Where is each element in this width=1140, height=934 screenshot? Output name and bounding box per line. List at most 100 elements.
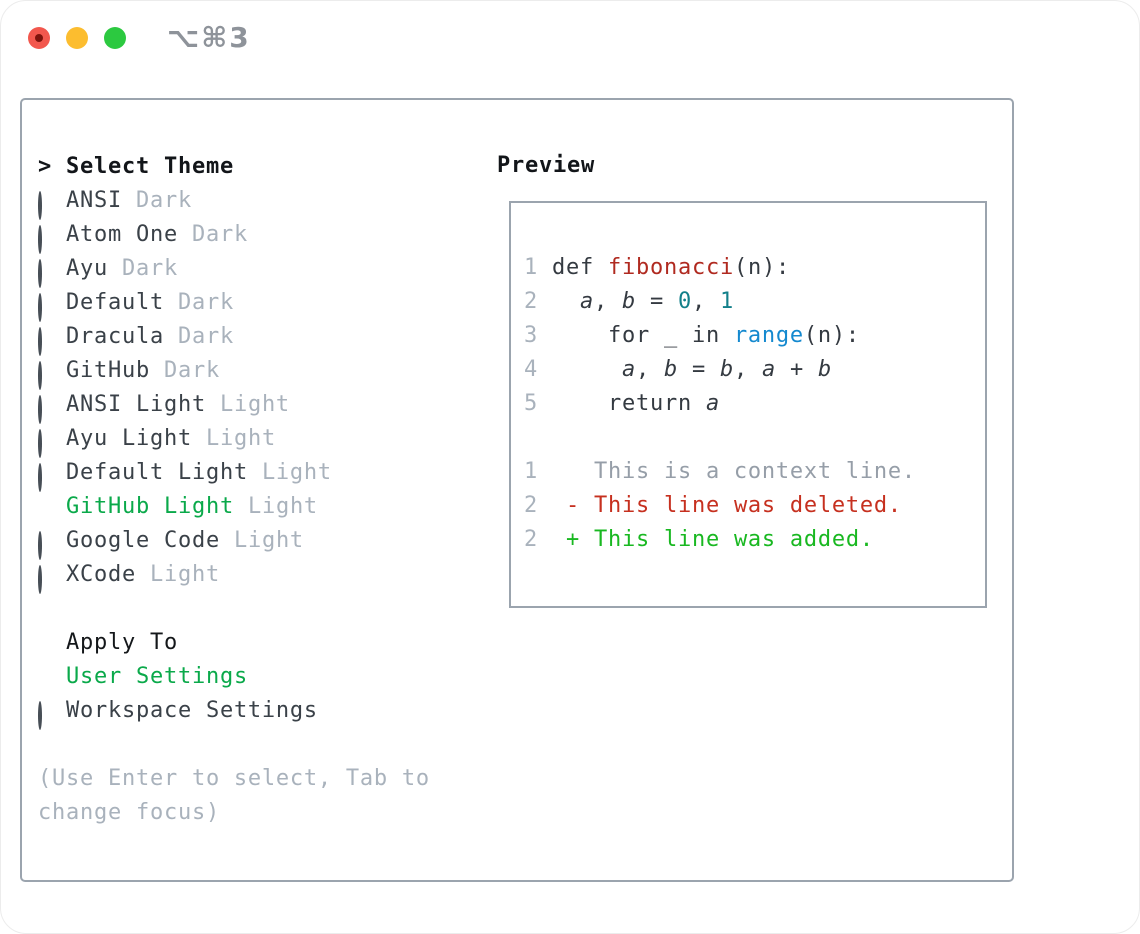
radio-glyph — [38, 259, 42, 288]
radio-glyph — [38, 429, 42, 458]
close-button[interactable] — [28, 27, 50, 49]
preview-code-line: 5 return a — [524, 387, 985, 421]
radio-glyph — [38, 463, 42, 492]
code-token: 1 — [720, 289, 734, 314]
apply-to-header: Apply To — [66, 629, 178, 655]
preview-code-line: 3 for _ in range(n): — [524, 319, 985, 353]
theme-variant-badge: Dark — [191, 221, 248, 247]
line-number: 1 — [524, 255, 538, 280]
theme-variant-badge: Light — [261, 459, 332, 485]
theme-option-ansi-light[interactable]: ANSI Light Light — [38, 387, 430, 424]
theme-option-atom-one[interactable]: Atom One Dark — [38, 217, 430, 254]
theme-gap — [164, 290, 178, 315]
spacer — [38, 727, 430, 761]
select-theme-header: > Select Theme — [38, 149, 430, 183]
apply-option-label: User Settings — [66, 663, 248, 689]
theme-option-google-code[interactable]: Google Code Light — [38, 523, 430, 560]
line-number: 1 — [524, 459, 538, 484]
code-token: - This line was deleted. — [566, 493, 902, 518]
theme-name: ANSI — [66, 187, 122, 213]
theme-name: Default — [66, 289, 164, 315]
preview-code-line — [524, 421, 985, 455]
theme-option-xcode[interactable]: XCode Light — [38, 557, 430, 594]
radio-glyph — [38, 361, 42, 390]
preview-code-line: 1 This is a context line. — [524, 455, 985, 489]
radio-unselected-icon — [38, 565, 52, 594]
theme-gap — [248, 460, 262, 485]
apply-option-user-settings[interactable]: User Settings — [38, 659, 430, 693]
theme-option-ayu-light[interactable]: Ayu Light Light — [38, 421, 430, 458]
theme-variant-badge: Dark — [177, 323, 234, 349]
radio-unselected-icon — [38, 531, 52, 560]
apply-option-workspace-settings[interactable]: Workspace Settings — [38, 693, 430, 730]
code-token: b — [817, 357, 832, 382]
preview-code-line: 2 + This line was added. — [524, 523, 985, 557]
select-theme-header-label: Select Theme — [66, 153, 234, 179]
theme-option-default[interactable]: Default Dark — [38, 285, 430, 322]
theme-gap — [206, 392, 220, 417]
preview-code-line: 2 - This line was deleted. — [524, 489, 985, 523]
theme-name: Atom One — [66, 221, 178, 247]
theme-name: XCode — [66, 561, 136, 587]
code-token: + — [775, 357, 818, 382]
header-cursor: > — [38, 153, 52, 179]
line-number: 5 — [524, 391, 538, 416]
radio-selected-icon — [38, 499, 52, 513]
code-token: , — [733, 357, 762, 382]
theme-name: GitHub Light — [66, 493, 234, 519]
theme-variant-badge: Dark — [135, 187, 192, 213]
theme-option-github[interactable]: GitHub Dark — [38, 353, 430, 390]
code-token: a — [580, 289, 594, 314]
preview-code-line: 4 a, b = b, a + b — [524, 353, 985, 387]
theme-name: Default Light — [66, 459, 248, 485]
minimize-button[interactable] — [66, 27, 88, 49]
code-token — [552, 493, 566, 518]
zoom-button[interactable] — [104, 27, 126, 49]
radio-glyph — [38, 531, 42, 560]
code-token: a — [761, 357, 776, 382]
code-token: range — [733, 323, 804, 348]
line-number: 2 — [524, 527, 538, 552]
theme-gap — [192, 426, 206, 451]
radio-unselected-icon — [38, 259, 52, 288]
theme-variant-badge: Dark — [177, 289, 234, 315]
radio-unselected-icon — [38, 191, 52, 220]
theme-name: GitHub — [66, 357, 150, 383]
theme-gap — [164, 324, 178, 349]
code-token: def — [552, 255, 608, 280]
code-token: = — [636, 289, 678, 314]
window-title: ⌥⌘3 — [167, 21, 251, 54]
theme-option-ayu[interactable]: Ayu Dark — [38, 251, 430, 288]
theme-gap — [136, 562, 150, 587]
code-token: a — [621, 357, 636, 382]
theme-option-default-light[interactable]: Default Light Light — [38, 455, 430, 492]
line-number: 3 — [524, 323, 538, 348]
preview-code-line: 1 def fibonacci(n): — [524, 251, 985, 285]
code-token: fibonacci — [607, 255, 734, 280]
theme-name: Dracula — [66, 323, 164, 349]
radio-glyph — [38, 395, 42, 424]
theme-gap — [150, 358, 164, 383]
apply-option-label: Workspace Settings — [66, 697, 318, 723]
spacer — [38, 591, 430, 625]
theme-option-github-light[interactable]: GitHub Light Light — [38, 489, 430, 523]
radio-unselected-icon — [38, 225, 52, 254]
code-token: b — [622, 289, 636, 314]
radio-glyph — [38, 565, 42, 594]
radio-unselected-icon — [38, 429, 52, 458]
theme-option-ansi[interactable]: ANSI Dark — [38, 183, 430, 220]
theme-option-dracula[interactable]: Dracula Dark — [38, 319, 430, 356]
preview-code-line: 2 a, b = 0, 1 — [524, 285, 985, 319]
theme-variant-badge: Light — [205, 425, 276, 451]
radio-unselected-icon — [38, 463, 52, 492]
theme-gap — [108, 256, 122, 281]
code-token: (n): — [733, 255, 790, 280]
code-token: This is a context line. — [552, 459, 916, 484]
hint-line-2: change focus) — [38, 799, 220, 825]
radio-glyph — [38, 293, 42, 322]
theme-name: ANSI Light — [66, 391, 206, 417]
theme-variant-badge: Dark — [122, 255, 178, 281]
